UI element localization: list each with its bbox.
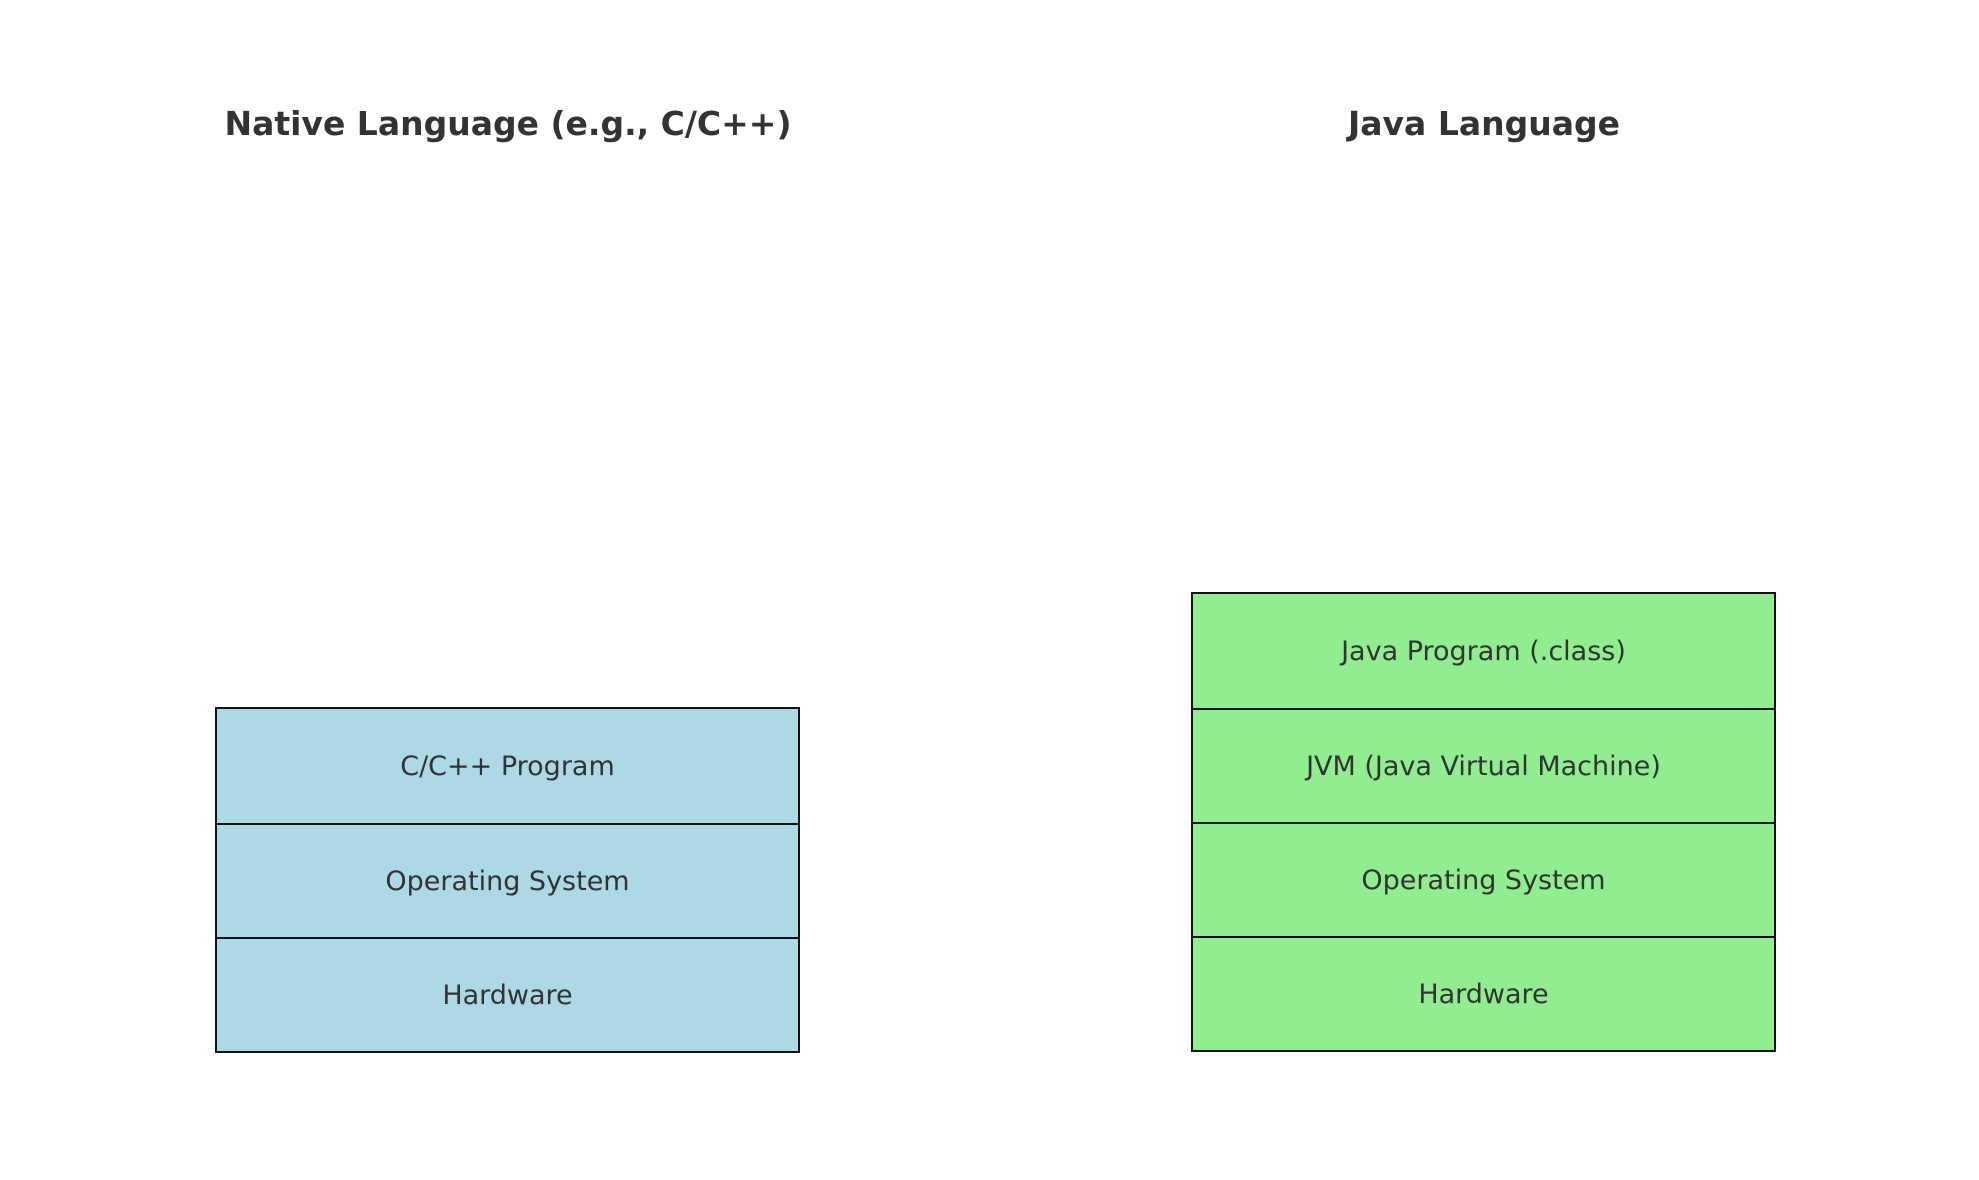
java-stack-title: Java Language [1348, 104, 1620, 143]
native-stack-title: Native Language (e.g., C/C++) [224, 104, 792, 143]
native-layer-stack: C/C++ Program Operating System Hardware [215, 707, 800, 1053]
java-layer-jvm: JVM (Java Virtual Machine) [1193, 708, 1774, 822]
native-layer-program: C/C++ Program [217, 709, 798, 823]
java-layer-operating-system: Operating System [1193, 822, 1774, 936]
java-layer-hardware: Hardware [1193, 936, 1774, 1050]
native-layer-hardware: Hardware [217, 937, 798, 1051]
java-layer-program: Java Program (.class) [1193, 594, 1774, 708]
java-layer-stack: Java Program (.class) JVM (Java Virtual … [1191, 592, 1776, 1052]
native-layer-operating-system: Operating System [217, 823, 798, 937]
